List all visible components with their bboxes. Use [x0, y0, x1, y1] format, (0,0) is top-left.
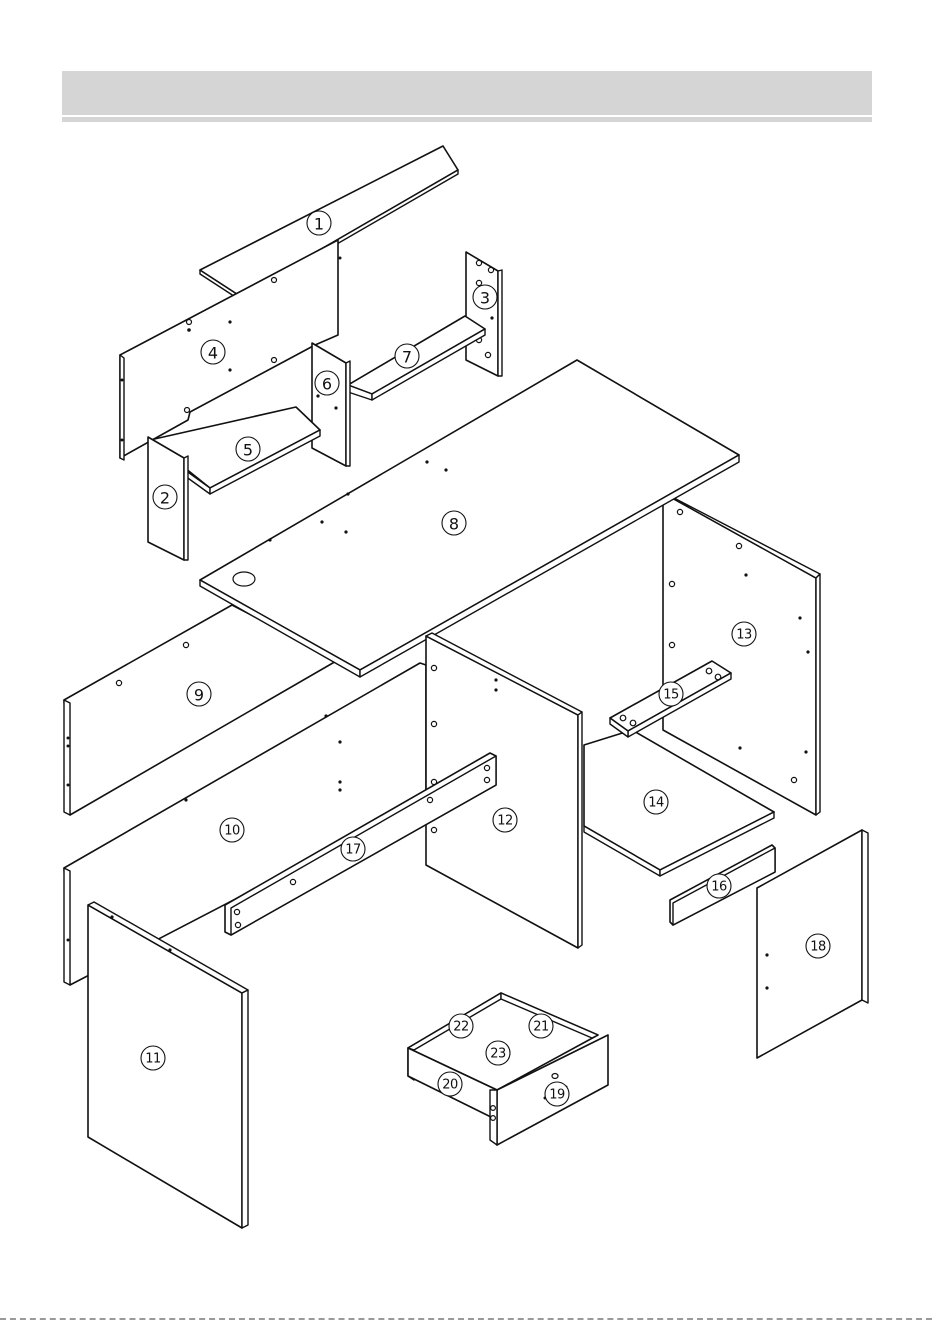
callout-label: 9: [194, 686, 204, 705]
callout-part-1: 1: [307, 211, 331, 235]
callout-part-4: 4: [201, 340, 225, 364]
page-edge-dashes: [0, 1318, 932, 1322]
callout-label: 8: [449, 515, 459, 534]
callout-part-17: 17: [341, 837, 365, 861]
callout-label: 15: [663, 688, 679, 703]
panel-part-6: [312, 343, 350, 466]
callout-label: 21: [533, 1020, 549, 1035]
callout-label: 11: [145, 1052, 161, 1067]
callout-part-7: 7: [395, 344, 419, 368]
callout-label: 10: [224, 824, 240, 839]
panel-part-11: [88, 902, 248, 1228]
callout-part-12: 12: [493, 808, 517, 832]
callout-part-19: 19: [545, 1082, 569, 1106]
callout-label: 20: [442, 1078, 458, 1093]
callout-label: 5: [243, 441, 253, 460]
drawer-assembly: [408, 993, 608, 1145]
panel-part-3: [466, 252, 502, 376]
callout-part-13: 13: [732, 622, 756, 646]
callout-part-3: 3: [473, 285, 497, 309]
callout-label: 14: [648, 796, 664, 811]
panel-part-8: [200, 360, 739, 677]
callout-label: 1: [314, 215, 324, 234]
callout-part-8: 8: [442, 511, 466, 535]
callout-label: 19: [549, 1088, 565, 1103]
callout-label: 16: [711, 880, 727, 895]
callout-label: 17: [345, 843, 361, 858]
callout-label: 13: [736, 628, 752, 643]
callout-part-10: 10: [220, 818, 244, 842]
callout-part-20: 20: [438, 1072, 462, 1096]
callout-label: 18: [810, 940, 826, 955]
callout-label: 4: [208, 344, 218, 363]
callout-part-16: 16: [707, 874, 731, 898]
callout-label: 22: [453, 1020, 469, 1035]
callout-label: 6: [322, 375, 332, 394]
callout-part-18: 18: [806, 934, 830, 958]
callout-label: 7: [402, 348, 412, 367]
callout-label: 23: [490, 1047, 506, 1062]
callout-part-2: 2: [153, 485, 177, 509]
callout-part-21: 21: [529, 1014, 553, 1038]
callout-label: 2: [160, 489, 170, 508]
callout-part-11: 11: [141, 1046, 165, 1070]
callout-part-5: 5: [236, 437, 260, 461]
callout-label: 12: [497, 814, 513, 829]
callout-part-15: 15: [659, 682, 683, 706]
callout-part-6: 6: [315, 371, 339, 395]
callout-part-14: 14: [644, 790, 668, 814]
callout-part-9: 9: [187, 682, 211, 706]
callout-label: 3: [480, 289, 490, 308]
callout-part-22: 22: [449, 1014, 473, 1038]
callout-part-23: 23: [486, 1041, 510, 1065]
